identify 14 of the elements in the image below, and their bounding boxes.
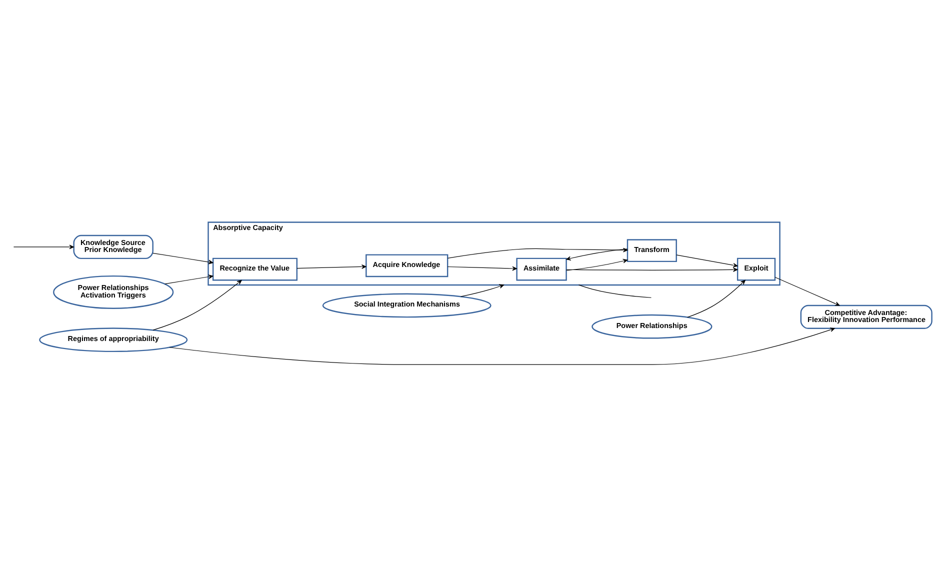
arrow xyxy=(448,247,628,258)
arrow xyxy=(687,279,746,318)
arrow xyxy=(169,327,835,364)
arrow xyxy=(566,248,628,260)
arrow xyxy=(152,279,242,330)
connector xyxy=(578,284,652,298)
arrow xyxy=(152,252,214,264)
arrow xyxy=(566,266,738,272)
arrow xyxy=(774,276,840,306)
arrow xyxy=(447,266,518,270)
arrow xyxy=(566,258,628,270)
arrow xyxy=(296,264,366,268)
arrow xyxy=(164,274,214,284)
arrow xyxy=(676,254,738,267)
